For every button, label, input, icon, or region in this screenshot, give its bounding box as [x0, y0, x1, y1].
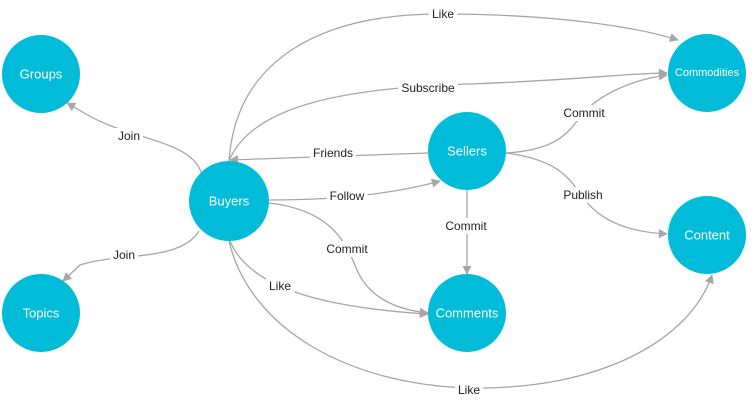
edge-label-group-buyers-comments-like: Like: [265, 278, 295, 294]
edge-label: Commit: [563, 106, 605, 120]
edge-buyers-topics-join: [62, 230, 200, 282]
node-commodities[interactable]: Commodities: [668, 34, 746, 112]
edge-label-group-buyers-comments-commit: Commit: [323, 241, 372, 257]
edge-label-group-buyers-content-like: Like: [454, 382, 484, 398]
node-groups[interactable]: Groups: [2, 35, 80, 113]
edge-buyers-groups-join: [66, 102, 202, 173]
node-circle-groups[interactable]: [2, 35, 80, 113]
edge-label-background: [560, 105, 609, 121]
edge-label-background: [442, 218, 491, 234]
edge-label-background: [109, 247, 139, 263]
edge-label: Like: [458, 383, 480, 397]
edge-label-group-buyers-commodities-like: Like: [428, 6, 458, 22]
edge-label: Follow: [330, 189, 365, 203]
edge-label-background: [309, 145, 357, 161]
edge-label-group-sellers-comments-commit: Commit: [442, 218, 491, 234]
edge-label: Join: [118, 129, 140, 143]
edge-label-background: [560, 187, 606, 203]
edge-label-group-buyers-groups-join: Join: [114, 128, 144, 144]
edge-label-background: [265, 278, 295, 294]
node-label-sellers: Sellers: [447, 144, 487, 159]
node-circle-sellers[interactable]: [428, 112, 506, 190]
node-circle-comments[interactable]: [428, 274, 506, 352]
node-content[interactable]: Content: [668, 196, 746, 274]
edge-label: Commit: [445, 219, 487, 233]
edge-label-background: [454, 382, 484, 398]
edge-buyers-comments-like: [229, 240, 429, 319]
edge-label: Like: [432, 7, 454, 21]
edge-label-background: [114, 128, 144, 144]
edge-label: Join: [113, 248, 135, 262]
edge-label: Publish: [563, 188, 602, 202]
node-comments[interactable]: Comments: [428, 274, 506, 352]
node-label-commodities: Commodities: [675, 67, 740, 79]
node-topics[interactable]: Topics: [2, 274, 80, 352]
edge-labels-layer: JoinJoinLikeSubscribeFriendsFollowCommit…: [109, 6, 609, 398]
node-circle-buyers[interactable]: [189, 161, 269, 241]
node-buyers[interactable]: Buyers: [189, 161, 269, 241]
edge-label-group-buyers-topics-join: Join: [109, 247, 139, 263]
edge-label-background: [428, 6, 458, 22]
node-label-content: Content: [684, 228, 730, 243]
node-circle-topics[interactable]: [2, 274, 80, 352]
edge-label-background: [323, 241, 372, 257]
edge-label: Like: [269, 279, 291, 293]
node-circle-commodities[interactable]: [668, 34, 746, 112]
edge-label-background: [398, 80, 458, 96]
edge-label: Friends: [313, 146, 353, 160]
node-circle-content[interactable]: [668, 196, 746, 274]
edges-layer: [62, 13, 714, 389]
edge-label-group-sellers-content-publish: Publish: [560, 187, 606, 203]
edge-buyers-commodities-subscribe: [228, 68, 668, 162]
edge-label-group-sellers-buyers-friends: Friends: [309, 145, 357, 161]
edge-buyers-comments-commit: [268, 202, 429, 317]
edge-label-group-sellers-commodities-commit: Commit: [560, 105, 609, 121]
edge-label-group-buyers-commodities-subscribe: Subscribe: [398, 80, 458, 96]
node-label-buyers: Buyers: [209, 194, 250, 209]
edge-label-background: [326, 188, 368, 204]
edge-label: Commit: [326, 242, 368, 256]
node-label-groups: Groups: [20, 67, 63, 82]
node-sellers[interactable]: Sellers: [428, 112, 506, 190]
edge-label-group-buyers-sellers-follow: Follow: [326, 188, 368, 204]
edge-label: Subscribe: [401, 81, 455, 95]
node-label-topics: Topics: [23, 306, 60, 321]
node-label-comments: Comments: [436, 306, 499, 321]
